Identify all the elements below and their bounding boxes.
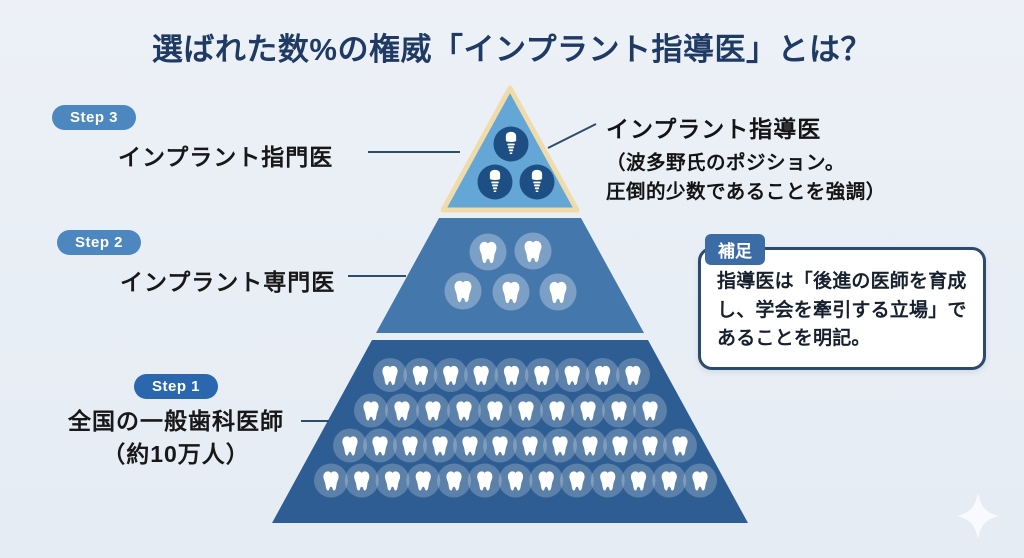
tooth-icon [498,463,533,498]
page-title: 選ばれた数%の権威「インプラント指導医」とは？ [151,32,873,67]
note-text-line2: し、学会を牽引する立場」で [717,299,967,321]
tooth-icon [467,463,502,498]
tooth-icon [603,428,637,463]
leader-annotation: インプラント指導医 （波多野氏のポジション。 圧倒的少数であることを強調） [606,110,886,207]
tooth-icon [663,428,697,463]
tooth-icon [590,463,625,498]
step-1-group: Step 1 全国の一般歯科医師 （約10万人） [46,374,306,471]
tooth-icon [560,463,594,498]
tooth-icon [373,358,407,392]
tooth-icon [602,393,636,428]
implant-icon [519,164,555,200]
step-2-badge: Step 2 [57,230,141,255]
step-3-badge: Step 3 [52,105,136,130]
tooth-icon [543,428,577,463]
sparkle-icon [957,493,999,539]
tooth-icon [403,358,438,392]
tooth-icon [509,393,543,428]
tooth-icon [406,463,441,498]
pyramid-tier-bottom [272,340,748,523]
tooth-icon [652,463,687,498]
tooth-icon [539,273,577,311]
step-1-label: 全国の一般歯科医師 （約10万人） [46,405,306,471]
annotation-line3: 圧倒的少数であることを強調） [606,181,886,203]
tooth-icon [492,273,530,311]
tooth-icon [616,358,650,392]
tooth-icon [314,463,348,498]
tooth-icon [416,393,450,428]
tooth-icon [514,232,552,270]
note-text-line1: 指導医は「後進の医師を育成 [717,271,967,292]
note-box: 補足 指導医は「後進の医師を育成 し、学会を牽引する立場」で あることを明記。 [698,234,986,370]
tooth-icon [529,463,564,498]
leader-line [547,123,597,149]
tooth-icon [494,358,529,392]
tooth-icon [540,393,574,428]
implant-icon [493,126,529,162]
note-text-line3: あることを明記。 [717,328,871,349]
step-2-group: Step 2 インプラント専門医 [57,230,335,297]
tooth-icon [571,393,605,428]
implant-icon [477,164,513,200]
step-1-badge: Step 1 [134,374,218,399]
tooth-icon [375,463,410,498]
note-text: 指導医は「後進の医師を育成 し、学会を牽引する立場」で あることを明記。 [717,268,969,354]
tooth-icon [633,393,667,428]
step-1-label-line1: 全国の一般歯科医師 [68,408,284,434]
note-badge: 補足 [705,234,765,265]
pyramid-tier-middle [376,218,644,333]
step-3-label: インプラント指門医 [118,144,334,170]
tooth-icon [385,393,419,428]
step-3-group: Step 3 インプラント指門医 [52,105,333,172]
tooth-icon [469,233,507,271]
tooth-icon [483,428,517,463]
tooth-icon [621,463,656,498]
tooth-icon [683,463,717,498]
annotation-line2: （波多野氏のポジション。 [606,152,845,174]
tooth-icon [433,358,468,392]
tooth-icon [453,428,487,463]
tooth-icon [444,272,482,310]
tooth-icon [633,428,667,463]
tooth-icon [437,463,471,498]
pyramid-tier-top [440,85,580,213]
tooth-icon [478,393,512,428]
tooth-icon [464,358,499,392]
tooth-icon [423,428,457,463]
tooth-icon [573,428,607,463]
tooth-icon [513,428,547,463]
tooth-icon [524,358,559,392]
tooth-icon [333,428,367,463]
tooth-icon [585,358,620,392]
tooth-icon [447,393,481,428]
tooth-icon [393,428,427,463]
step-1-label-line2: （約10万人） [102,441,250,467]
tooth-icon [555,358,590,392]
tooth-icon [354,393,388,428]
tooth-icon [344,463,379,498]
tooth-icon [363,428,397,463]
step-2-label: インプラント専門医 [120,269,336,295]
annotation-title: インプラント指導医 [606,116,822,142]
